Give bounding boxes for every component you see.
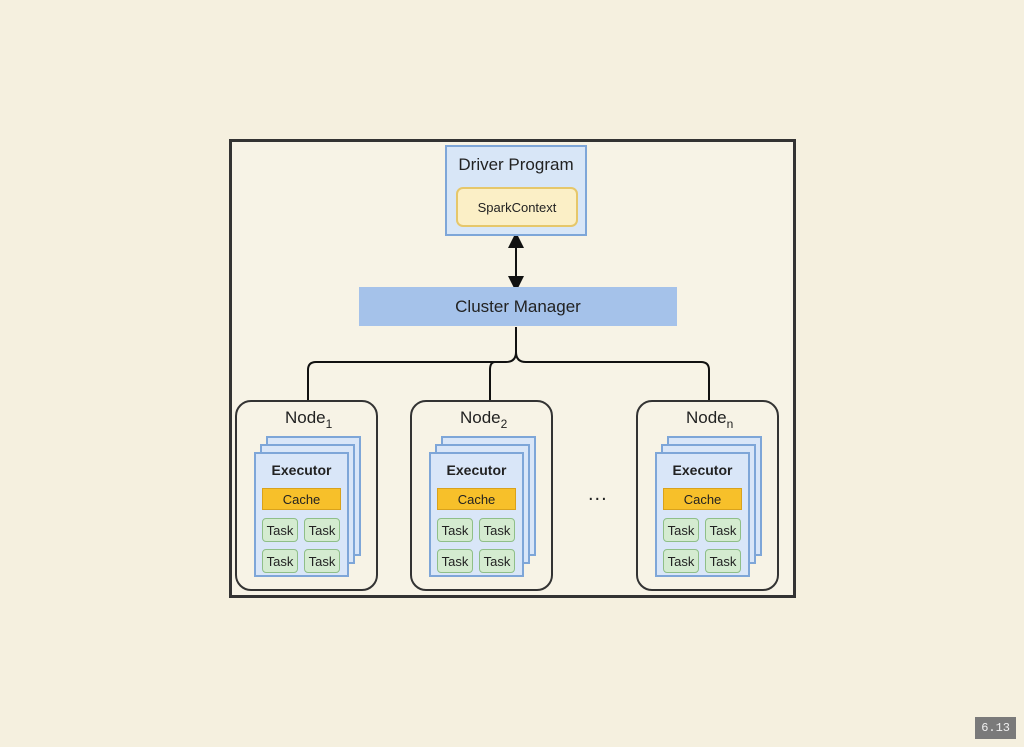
task: Task (437, 549, 473, 573)
cache: Cache (437, 488, 516, 510)
more-nodes-ellipsis: ... (588, 483, 608, 505)
task: Task (479, 549, 515, 573)
task: Task (705, 518, 741, 542)
task: Task (705, 549, 741, 573)
node-2: Node2 Executor Cache Task Task Task Task (410, 400, 553, 591)
cache: Cache (262, 488, 341, 510)
node-label: Node2 (460, 408, 508, 431)
executor-title: Executor (672, 462, 733, 478)
executor-title: Executor (271, 462, 332, 478)
executor: Executor Cache Task Task Task Task (655, 452, 750, 577)
cluster-manager: Cluster Manager (359, 287, 677, 326)
task: Task (304, 549, 340, 573)
driver-program-title: Driver Program (458, 155, 574, 174)
task: Task (663, 549, 699, 573)
slide-page-number: 6.13 (975, 717, 1016, 739)
node-label: Node1 (285, 408, 333, 431)
driver-program: Driver Program SparkContext (445, 145, 587, 236)
executor: Executor Cache Task Task Task Task (254, 452, 349, 577)
node-1: Node1 Executor Cache Task Task Task Task (235, 400, 378, 591)
task: Task (304, 518, 340, 542)
task: Task (663, 518, 699, 542)
spark-context: SparkContext (456, 187, 578, 227)
executor: Executor Cache Task Task Task Task (429, 452, 524, 577)
cache: Cache (663, 488, 742, 510)
task: Task (437, 518, 473, 542)
node-label: Noden (686, 408, 734, 431)
task: Task (479, 518, 515, 542)
task: Task (262, 518, 298, 542)
executor-title: Executor (446, 462, 507, 478)
node-n: Noden Executor Cache Task Task Task Task (636, 400, 779, 591)
task: Task (262, 549, 298, 573)
